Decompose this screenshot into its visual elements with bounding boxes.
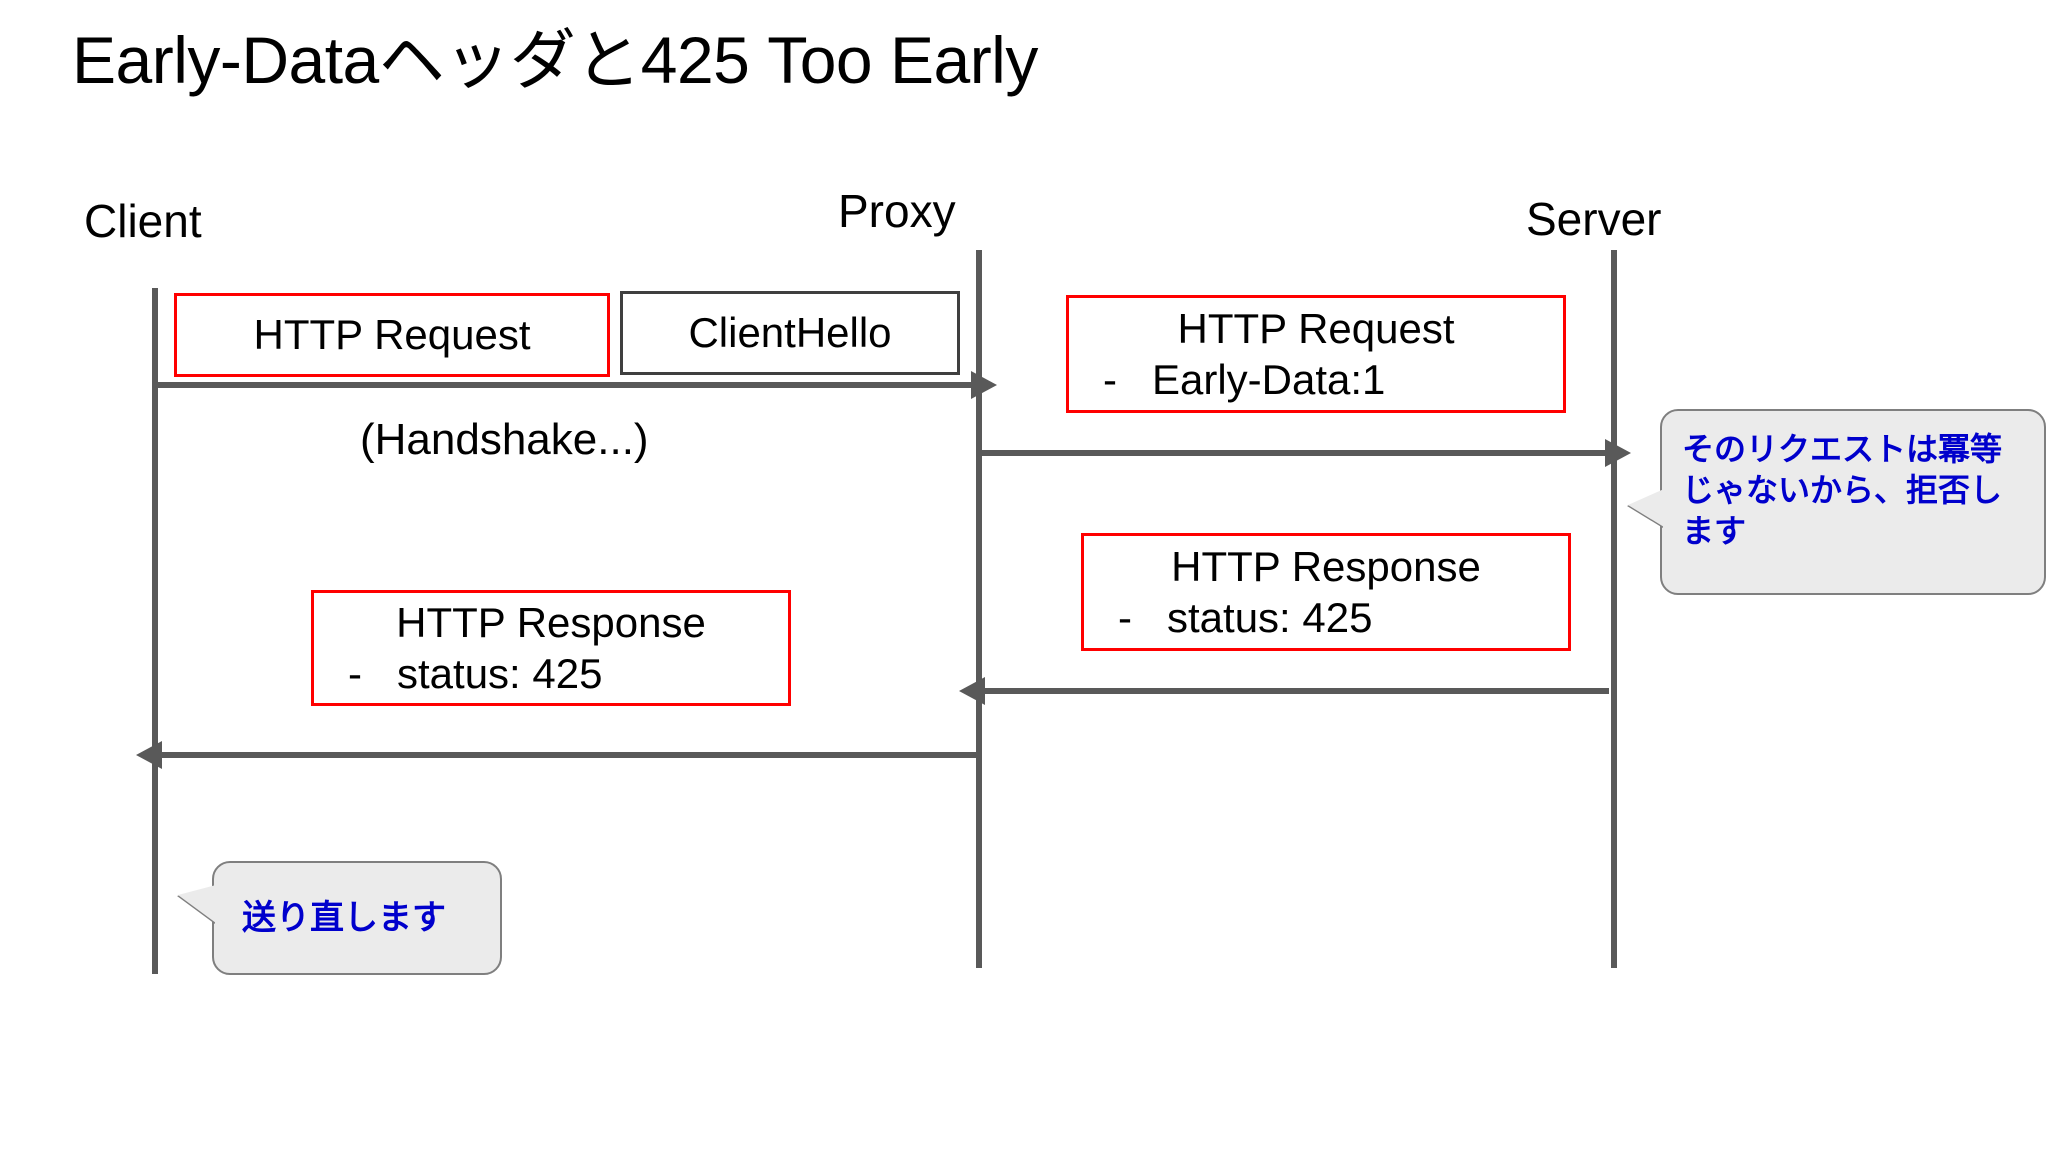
message-box-line2: - status: 425 xyxy=(1118,594,1373,641)
speech-bubble-tail-icon xyxy=(178,885,216,923)
message-box-line2: - Early-Data:1 xyxy=(1103,356,1386,403)
arrowhead-right-icon xyxy=(971,371,997,399)
arrow-client-to-proxy-request xyxy=(155,371,997,399)
message-box-client-hello: ClientHello xyxy=(620,291,960,375)
message-box-line1: HTTP Request xyxy=(1177,304,1455,352)
speech-bubble-server: そのリクエストは冪等じゃないから、拒否します xyxy=(1628,409,2046,595)
lifeline-server xyxy=(1611,250,1617,968)
actor-label-proxy: Proxy xyxy=(838,185,956,237)
speech-bubble-client: 送り直します xyxy=(178,861,502,975)
arrow-server-to-proxy-response xyxy=(959,677,1609,705)
message-box-http-request-client: HTTP Request xyxy=(174,293,610,377)
arrow-proxy-to-client-response xyxy=(136,741,976,769)
lifeline-client xyxy=(152,288,158,974)
message-box-line1: HTTP Response xyxy=(1171,542,1481,590)
message-box-line2: - status: 425 xyxy=(348,650,603,697)
arrowhead-left-icon xyxy=(959,677,985,705)
page-title: Early-Dataヘッダと425 Too Early xyxy=(72,23,1038,97)
message-box-line1: HTTP Request xyxy=(253,311,531,359)
message-box-http-response-client: HTTP Response - status: 425 xyxy=(311,590,791,706)
arrowhead-left-icon xyxy=(136,741,162,769)
message-box-line1: ClientHello xyxy=(688,309,892,357)
message-box-http-request-early-data: HTTP Request - Early-Data:1 xyxy=(1066,295,1566,413)
arrow-proxy-to-server-request xyxy=(979,439,1631,467)
speech-bubble-tail-icon xyxy=(1628,489,1664,527)
message-box-http-response-server: HTTP Response - status: 425 xyxy=(1081,533,1571,651)
lifeline-proxy xyxy=(976,250,982,968)
caption-handshake: (Handshake...) xyxy=(360,415,649,464)
actor-label-server: Server xyxy=(1526,193,1662,245)
message-box-line1: HTTP Response xyxy=(396,598,706,646)
speech-bubble-text: 送り直します xyxy=(242,898,446,938)
actor-label-client: Client xyxy=(84,195,202,247)
speech-bubble-text: そのリクエストは冪等じゃないから、拒否します xyxy=(1682,430,2003,550)
arrowhead-right-icon xyxy=(1605,439,1631,467)
